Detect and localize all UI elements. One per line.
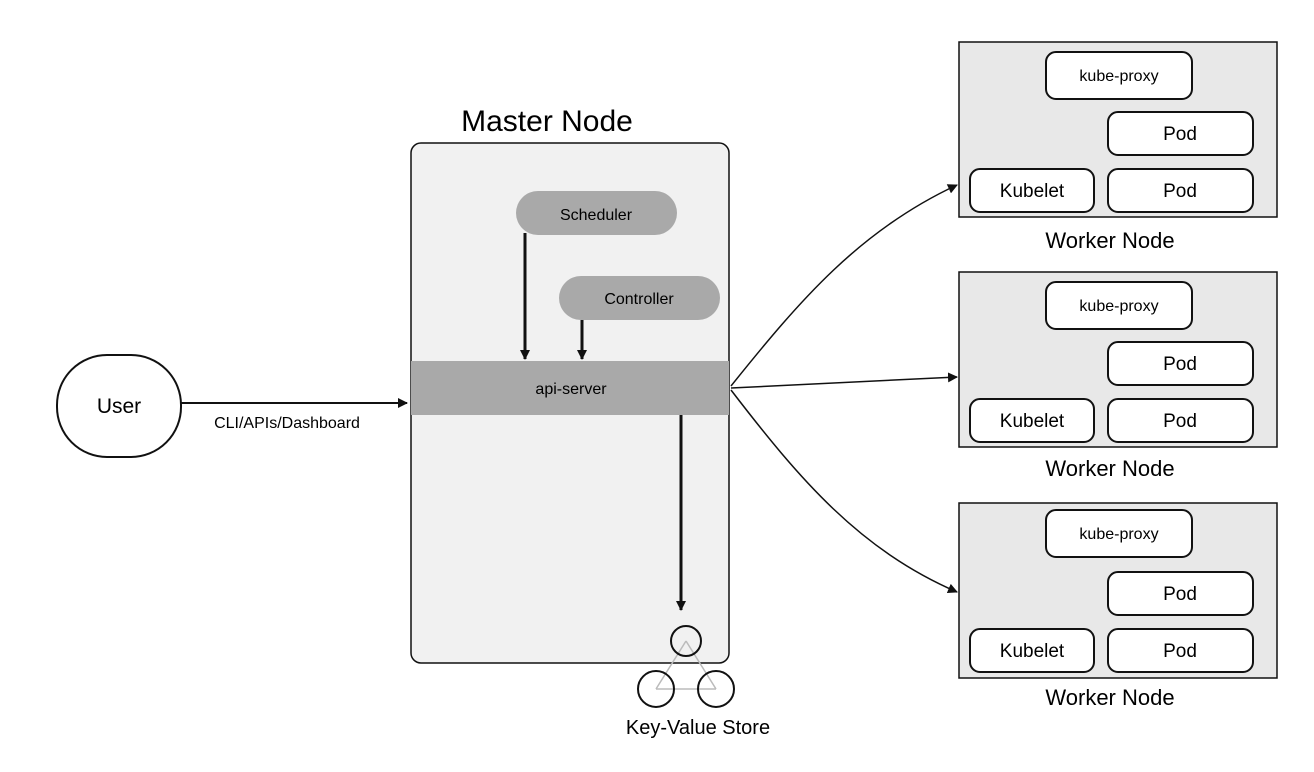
scheduler-label: Scheduler xyxy=(560,207,633,224)
pod-box[interactable]: Pod xyxy=(1107,398,1254,443)
kube-proxy-box[interactable]: kube-proxy xyxy=(1045,281,1193,330)
pod-label: Pod xyxy=(1163,641,1197,662)
pod-label: Pod xyxy=(1163,124,1197,145)
api-server-bar[interactable]: api-server xyxy=(411,361,729,415)
pod-box[interactable]: Pod xyxy=(1107,571,1254,616)
worker-node-1-title: Worker Node xyxy=(1045,228,1174,253)
kv-store-icon xyxy=(637,625,735,708)
worker-node-3[interactable]: kube-proxy Pod Kubelet Pod xyxy=(958,502,1278,679)
api-to-worker-1-arrow xyxy=(730,184,958,387)
user-label: User xyxy=(97,395,141,418)
api-server-label: api-server xyxy=(535,381,607,398)
pod-box[interactable]: Pod xyxy=(1107,168,1254,213)
kube-proxy-box[interactable]: kube-proxy xyxy=(1045,51,1193,100)
worker-node-3-title: Worker Node xyxy=(1045,685,1174,710)
kubelet-box[interactable]: Kubelet xyxy=(969,168,1095,213)
master-node-title: Master Node xyxy=(461,105,633,138)
scheduler-component[interactable]: Scheduler xyxy=(516,191,677,235)
pod-label: Pod xyxy=(1163,181,1197,202)
kubelet-label: Kubelet xyxy=(1000,641,1065,662)
kubelet-label: Kubelet xyxy=(1000,411,1065,432)
kubelet-label: Kubelet xyxy=(1000,181,1065,202)
worker-node-1[interactable]: kube-proxy Pod Kubelet Pod xyxy=(958,41,1278,218)
controller-label: Controller xyxy=(604,291,674,308)
api-to-worker-3-arrow xyxy=(730,389,958,594)
kube-proxy-label: kube-proxy xyxy=(1079,68,1158,85)
user-link-label: CLI/APIs/Dashboard xyxy=(214,415,360,432)
pod-label: Pod xyxy=(1163,411,1197,432)
pod-label: Pod xyxy=(1163,584,1197,605)
pod-label: Pod xyxy=(1163,354,1197,375)
controller-component[interactable]: Controller xyxy=(559,276,720,320)
kv-store-label: Key-Value Store xyxy=(626,717,770,739)
pod-box[interactable]: Pod xyxy=(1107,111,1254,156)
pod-box[interactable]: Pod xyxy=(1107,341,1254,386)
worker-node-2[interactable]: kube-proxy Pod Kubelet Pod xyxy=(958,271,1278,448)
kube-proxy-label: kube-proxy xyxy=(1079,526,1158,543)
worker-node-2-title: Worker Node xyxy=(1045,456,1174,481)
kube-proxy-label: kube-proxy xyxy=(1079,298,1158,315)
pod-box[interactable]: Pod xyxy=(1107,628,1254,673)
kubelet-box[interactable]: Kubelet xyxy=(969,398,1095,443)
api-to-worker-2-arrow xyxy=(730,372,958,389)
kube-proxy-box[interactable]: kube-proxy xyxy=(1045,509,1193,558)
kubelet-box[interactable]: Kubelet xyxy=(969,628,1095,673)
user-node[interactable]: User xyxy=(56,354,182,458)
